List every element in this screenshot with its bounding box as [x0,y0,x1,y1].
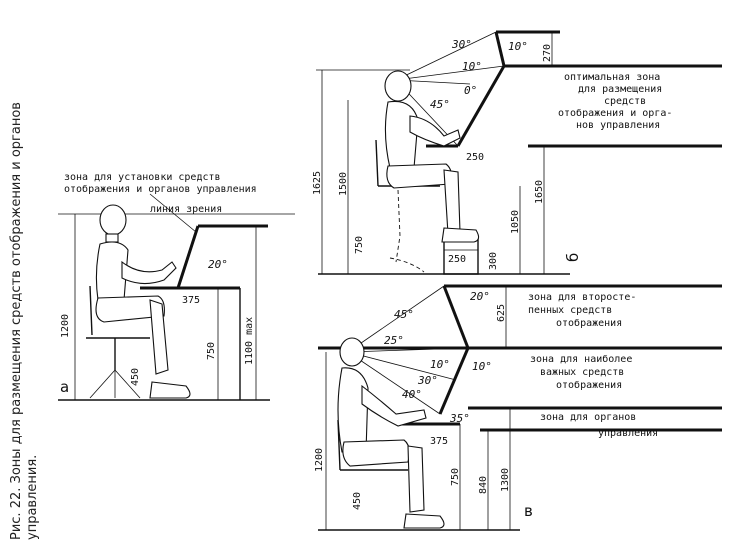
zone-b-2: для размещения [578,84,662,95]
angle-10a-b: 10° [508,40,528,53]
human-figure-b [384,70,480,273]
angle-45-c: 45° [394,308,414,321]
dim-1200-c: 1200 [314,448,325,472]
angle-30-b: 30° [451,38,472,51]
panel-letter-b: б [564,253,582,262]
zone-b-3: средств [604,96,646,107]
dim-1300-c: 1300 [500,468,511,492]
dim-450-c: 450 [352,492,363,510]
caption-line-2: управления. [25,455,40,540]
angle-10a-c: 10° [430,358,450,371]
zone-imp-1: зона для наиболее [530,353,632,365]
dim-1200-a: 1200 [60,314,71,338]
zone-label-a-1: зона для установки средств [64,172,221,183]
dim-1100-a: 1100 max [244,317,255,365]
zone-sec-1: зона для второсте- [528,292,636,303]
panel-letter-a: а [60,378,69,396]
dim-300-b: 300 [488,252,499,270]
angle-35-c: 35° [449,412,470,425]
ray-30-b [395,31,497,81]
dim-1050-b: 1050 [510,210,521,234]
chair-back-b [375,139,379,187]
zone-ctl-1: зона для органов [540,412,636,423]
caption: Рис. 22. Зоны для размещения средств ото… [9,102,40,540]
dim-375-a: 375 [182,295,200,306]
angle-10b-c: 10° [472,360,492,373]
angle-20-a: 20° [208,258,228,271]
zone-sec-2: пенных средств [528,305,612,316]
angle-30-c: 30° [417,374,438,387]
zone-imp-2: важных средств [540,367,624,378]
dim-750-c: 750 [450,468,461,486]
dim-750-a: 750 [206,342,217,360]
angle-40-c: 40° [402,388,422,401]
sight-line-label: линия зрения [150,204,222,215]
caption-line-1: Рис. 22. Зоны для размещения средств ото… [9,102,24,540]
human-figure-c [337,337,445,529]
zone-b-1: оптимальная зона [564,72,660,83]
dim-1625-b: 1625 [312,171,323,195]
zone-b-5: нов управления [576,120,660,131]
ray-45-c [347,285,445,353]
angle-10b-b: 10° [462,60,482,73]
board-incline-b [456,65,506,147]
ray-10-b [395,65,505,81]
zone-label-a-2: отображения и органов управления [64,183,257,195]
panel-c: 45° 25° 20° 10° 10° 30° 40° 35° 625 зона… [314,284,722,531]
zone-ctl-2: управления [598,428,658,439]
panel-letter-c: в [524,502,533,520]
dim-375-c: 375 [430,436,448,447]
angle-45-b: 45° [430,98,450,111]
angle-20-c: 20° [470,290,490,303]
dim-450-a: 450 [130,368,141,386]
board-lower-c [438,347,470,415]
ray-40-c [347,351,441,415]
angle-25-c: 25° [384,334,404,347]
dim-1500-b: 1500 [338,172,349,196]
dim-625-c: 625 [496,304,507,322]
dim-250b-b: 250 [448,254,466,265]
dim-750-b: 750 [354,236,365,254]
dim-1650-b: 1650 [534,180,545,204]
chair-back-a [89,285,93,336]
panel-a: линия зрения зона для установки средств … [58,172,295,401]
board-incline-a [176,225,200,289]
human-figure-a [95,204,191,399]
ray-25-c [347,347,469,353]
chair-leg-a2 [114,369,141,399]
zone-leader-a [149,193,197,233]
ray-10-c [347,351,457,381]
dim-250a-b: 250 [466,152,484,163]
zone-sec-3: отображения [556,317,622,329]
zone-b-4: отображения и орга- [558,107,672,119]
board-tip-b [494,31,506,67]
dim-270-b: 270 [542,44,553,62]
panel-b: 30° 10° 10° 0° 45° 270 оптимальная зона … [312,30,722,275]
angle-0-b: 0° [464,84,477,97]
dim-840-c: 840 [478,476,489,494]
chair-leg-a1 [89,369,116,399]
board-upper-c [442,285,470,349]
zone-imp-3: отображения [556,379,622,391]
